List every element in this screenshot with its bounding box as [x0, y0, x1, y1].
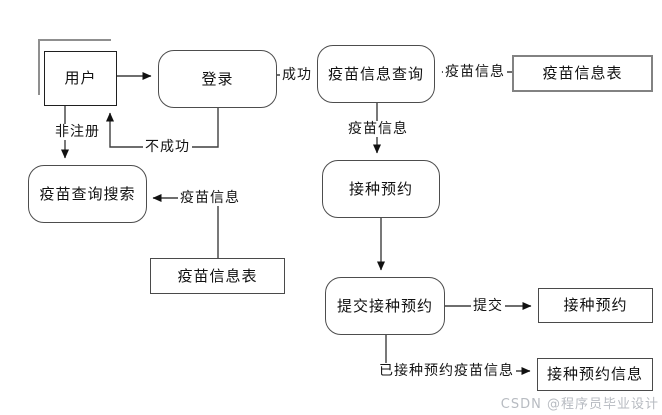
node-vaccine-info-table-mid: 疫苗信息表 [150, 258, 285, 294]
node-vaccination-appointment-info-store-label: 接种预约信息 [546, 365, 643, 384]
edge-label-vaccine-info-to-search: 疫苗信息 [178, 190, 242, 206]
node-submit-vaccination-appointment-label: 提交接种预约 [336, 296, 433, 315]
edge-label-unsuccessful: 不成功 [143, 139, 192, 155]
edge-label-success: 成功 [280, 67, 314, 83]
node-vaccine-info-table-mid-label: 疫苗信息表 [177, 266, 258, 285]
node-user-label: 用户 [64, 69, 97, 88]
node-vaccination-appointment: 接种预约 [322, 160, 440, 218]
node-submit-vaccination-appointment: 提交接种预约 [325, 277, 445, 335]
node-user: 用户 [44, 51, 117, 106]
node-vaccination-appointment-store-label: 接种预约 [563, 296, 628, 315]
node-vaccine-info-table-top-label: 疫苗信息表 [542, 64, 623, 83]
node-vaccination-appointment-info-store: 接种预约信息 [537, 358, 653, 391]
node-vaccine-info-table-top: 疫苗信息表 [512, 55, 653, 92]
node-vaccination-appointment-label: 接种预约 [348, 179, 413, 198]
node-vaccine-query-search-label: 疫苗查询搜索 [39, 184, 136, 203]
user-entity-shadow [38, 39, 111, 95]
csdn-watermark: CSDN @程序员毕业设计 [500, 397, 659, 412]
node-login-label: 登录 [201, 69, 234, 88]
node-vaccine-info-query-label: 疫苗信息查询 [327, 64, 424, 83]
edge-label-unregistered: 非注册 [53, 124, 102, 140]
node-vaccine-info-query: 疫苗信息查询 [317, 45, 435, 103]
node-vaccine-query-search: 疫苗查询搜索 [28, 165, 147, 223]
edge-label-vaccine-info-from-table: 疫苗信息 [443, 64, 507, 80]
node-vaccination-appointment-store: 接种预约 [538, 288, 653, 323]
edge-label-vaccinated-appointment-vaccine-info: 已接种预约疫苗信息 [377, 363, 516, 379]
node-login: 登录 [158, 50, 277, 108]
edge-label-submit: 提交 [471, 298, 505, 314]
edge-label-vaccine-info-down: 疫苗信息 [346, 121, 410, 137]
